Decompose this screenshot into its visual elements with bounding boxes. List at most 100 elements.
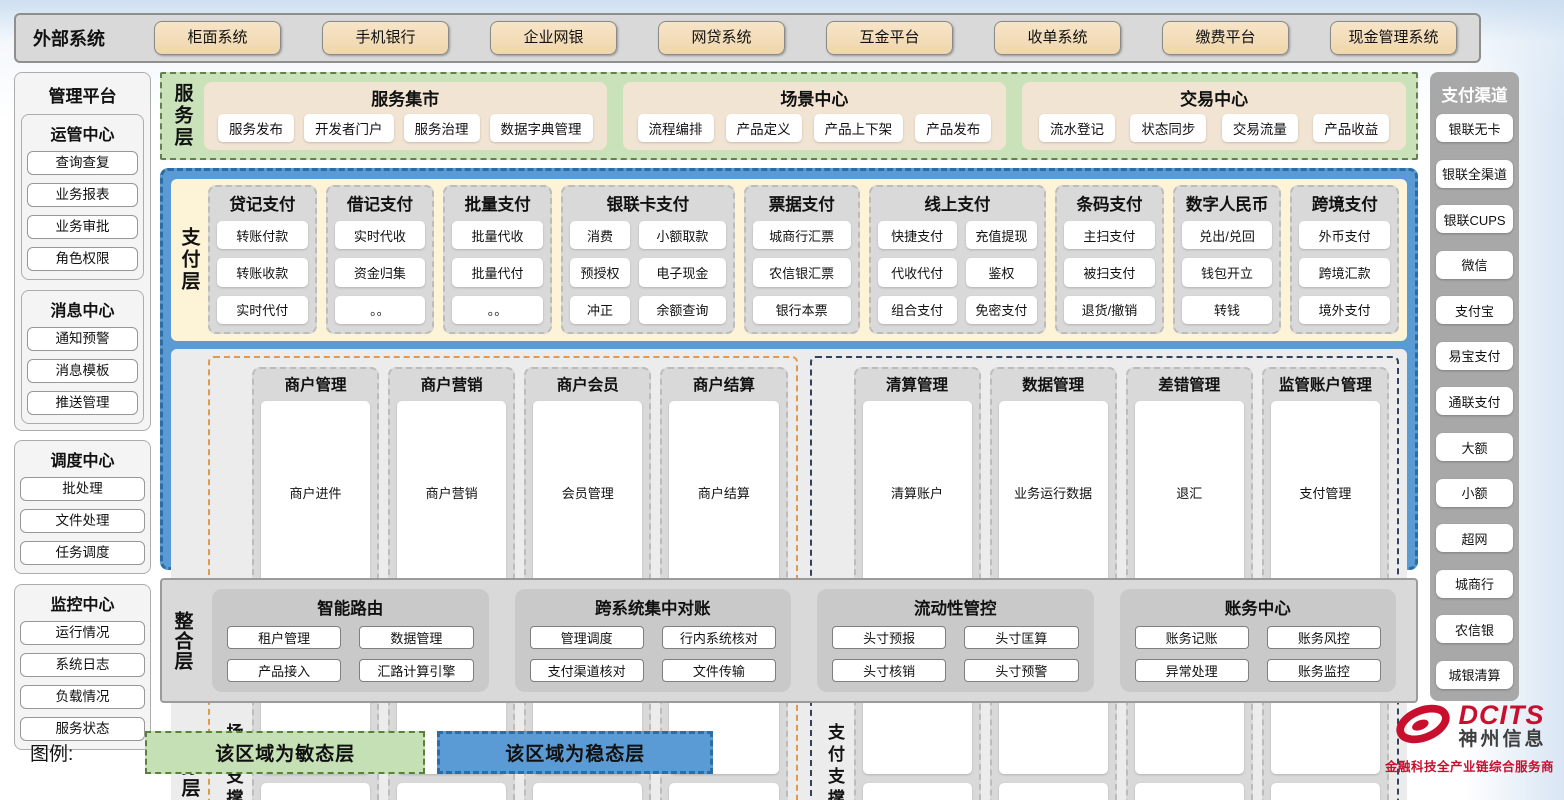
support-category-title: 商户营销 bbox=[420, 377, 483, 394]
sidebar-group-items: 批处理 文件处理 任务调度 bbox=[20, 477, 145, 565]
integration-panel: 流动性管控 头寸预报 头寸匡算 头寸核销 头寸预警 bbox=[817, 589, 1094, 692]
legend-stable-box: 该区域为稳态层 bbox=[437, 731, 714, 774]
support-item-box: 会员管理 bbox=[533, 401, 643, 583]
service-item-box: 开发者门户 bbox=[304, 114, 394, 142]
sidebar-item-box: 业务报表 bbox=[27, 183, 138, 207]
payment-layer-label: 支付层 bbox=[178, 226, 200, 293]
sidebar-group-items: 查询查复 业务报表 业务审批 角色权限 bbox=[27, 151, 138, 271]
service-item-box: 交易流量 bbox=[1221, 114, 1298, 142]
integration-panel-title: 智能路由 bbox=[317, 600, 384, 618]
primary-groups: 运管中心 查询查复 业务报表 业务审批 角色权限 bbox=[21, 114, 144, 424]
sidebar-group-items: 通知预警 消息模板 推送管理 bbox=[27, 327, 138, 415]
integration-panel: 智能路由 租户管理 数据管理 产品接入 汇路计算引擎 bbox=[212, 589, 489, 692]
payment-channel-box: 银联无卡 bbox=[1436, 114, 1513, 142]
payment-item-box: 充值提现 bbox=[965, 221, 1038, 250]
payment-category-title: 贷记支付 bbox=[229, 196, 296, 214]
service-layer-label: 服务层 bbox=[171, 83, 193, 149]
service-panel-title: 场景中心 bbox=[780, 90, 849, 109]
payment-item-box: 电子现金 bbox=[639, 258, 726, 287]
support-item-box: 手续费减免 bbox=[397, 783, 507, 800]
payment-channel-box: 小额 bbox=[1436, 478, 1513, 507]
service-panel-items: 服务发布 开发者门户 服务治理 数据字典管理 bbox=[212, 114, 599, 142]
support-category-title: 差错管理 bbox=[1158, 377, 1221, 394]
external-system-box: 缴费平台 bbox=[1162, 21, 1289, 55]
service-item-box: 产品定义 bbox=[725, 114, 802, 142]
service-item-box: 产品收益 bbox=[1313, 114, 1390, 142]
payment-item-box: 余额查询 bbox=[639, 295, 726, 324]
dcits-logo: DCITS 神州信息 金融科技全产业链综合服务商 bbox=[1385, 700, 1554, 775]
service-panel: 服务集市 服务发布 开发者门户 服务治理 数据字典管理 bbox=[204, 82, 607, 150]
payment-category-title: 跨境支付 bbox=[1311, 196, 1378, 214]
payment-category-items: 实时代收 资金归集 。。 bbox=[334, 221, 426, 324]
payment-category-items: 消费 小额取款 预授权 电子现金 冲正 余额查询 bbox=[569, 221, 726, 324]
payment-category-title: 数字人民币 bbox=[1185, 196, 1269, 214]
payment-item-box: 资金归集 bbox=[334, 258, 426, 287]
payment-item-box: 预授权 bbox=[569, 258, 631, 287]
sidebar-item-box: 查询查复 bbox=[27, 151, 138, 175]
external-systems-items: 柜面系统 手机银行 企业网银 网贷系统 互金平台 收单系统 缴费平台 现金管理系… bbox=[154, 21, 1479, 55]
sidebar-item-box: 负载情况 bbox=[20, 685, 145, 709]
external-systems-label: 外部系统 bbox=[33, 29, 105, 49]
payment-category-items: 外币支付 跨境汇款 境外支付 bbox=[1299, 221, 1390, 324]
payment-item-box: 城商行汇票 bbox=[752, 221, 851, 250]
support-item-box: 挂账处理 bbox=[1134, 783, 1244, 800]
sidebar-item-box: 消息模板 bbox=[27, 359, 138, 383]
support-item-box: 商户营销 bbox=[397, 401, 507, 583]
integration-item-box: 异常处理 bbox=[1134, 659, 1249, 682]
payment-item-box: 鉴权 bbox=[965, 258, 1038, 287]
integration-layer-label: 整合层 bbox=[171, 610, 193, 671]
sidebar-item-box: 文件处理 bbox=[20, 509, 145, 533]
payment-channel-box: 支付宝 bbox=[1436, 296, 1513, 325]
support-category-title: 商户结算 bbox=[692, 377, 755, 394]
sidebar-group: 消息中心 通知预警 消息模板 推送管理 bbox=[21, 290, 144, 424]
integration-panel-items: 账务记账 账务风控 异常处理 账务监控 bbox=[1134, 626, 1381, 682]
integration-item-box: 账务监控 bbox=[1266, 659, 1381, 682]
legend-label: 图例: bbox=[30, 744, 74, 765]
payment-item-box: 快捷支付 bbox=[877, 221, 957, 250]
service-panel: 交易中心 流水登记 状态同步 交易流量 产品收益 bbox=[1022, 82, 1406, 150]
sidebar-group-title: 监控中心 bbox=[50, 597, 115, 614]
payment-channel-box: 易宝支付 bbox=[1436, 341, 1513, 370]
legend-agile-box: 该区域为敏态层 bbox=[145, 731, 426, 774]
service-item-box: 产品上下架 bbox=[813, 114, 904, 142]
payment-item-box: 兑出/兑回 bbox=[1181, 221, 1273, 250]
payment-channel-box: 农信银 bbox=[1436, 615, 1513, 644]
integration-item-box: 行内系统核对 bbox=[661, 626, 776, 649]
integration-item-box: 头寸核销 bbox=[832, 659, 947, 682]
sidebar-item-box: 系统日志 bbox=[20, 653, 145, 677]
integration-panel-items: 管理调度 行内系统核对 支付渠道核对 文件传输 bbox=[529, 626, 776, 682]
support-category-title: 商户管理 bbox=[284, 377, 347, 394]
integration-panel-title: 跨系统集中对账 bbox=[595, 600, 711, 618]
payment-channel-box: 城商行 bbox=[1436, 569, 1513, 598]
integration-item-box: 汇路计算引擎 bbox=[359, 659, 474, 682]
payment-item-box: 被扫支付 bbox=[1064, 258, 1155, 287]
support-category-title: 商户会员 bbox=[556, 377, 619, 394]
payment-item-box: 境外支付 bbox=[1299, 295, 1390, 324]
payment-category-items: 转账付款 转账收款 实时代付 bbox=[217, 221, 308, 324]
service-item-box: 产品发布 bbox=[915, 114, 992, 142]
integration-panels: 智能路由 租户管理 数据管理 产品接入 汇路计算引擎 bbox=[204, 589, 1404, 692]
support-item-box: 退汇 bbox=[1134, 401, 1244, 583]
external-system-box: 手机银行 bbox=[322, 21, 449, 55]
payment-category: 数字人民币 兑出/兑回 钱包开立 转钱 bbox=[1172, 185, 1282, 334]
integration-item-box: 管理调度 bbox=[529, 626, 644, 649]
dcits-swirl-icon bbox=[1392, 700, 1454, 753]
support-item-box: 营销费结算 bbox=[669, 783, 779, 800]
payment-category: 银联卡支付 消费 小额取款 预授权 电子现金 bbox=[560, 185, 735, 334]
service-panel-items: 流水登记 状态同步 交易流量 产品收益 bbox=[1030, 114, 1398, 142]
dcits-logo-cn: 神州信息 bbox=[1458, 729, 1547, 750]
integration-item-box: 头寸预报 bbox=[832, 626, 947, 649]
management-platform-panel: 管理平台 运管中心 查询查复 业务报表 业务审批 bbox=[14, 72, 151, 431]
payment-category-items: 批量代收 批量代付 。。 bbox=[452, 221, 543, 324]
support-item-box: 商户风控 bbox=[261, 783, 371, 800]
support-item-box: 反洗钱数据 bbox=[998, 783, 1108, 800]
payment-category: 票据支付 城商行汇票 农信银汇票 银行本票 bbox=[743, 185, 860, 334]
payment-channel-items: 银联无卡 银联全渠道 银联CUPS 微信 支付宝 易宝支付 通联支付 大额 小额… bbox=[1436, 114, 1513, 689]
external-system-box: 网贷系统 bbox=[658, 21, 785, 55]
core-layers: 服务层 服务集市 服务发布 开发者门户 服务治理 bbox=[160, 72, 1418, 800]
dcits-tagline: 金融科技全产业链综合服务商 bbox=[1384, 760, 1554, 774]
payment-item-box: 转账收款 bbox=[217, 258, 308, 287]
service-panel-title: 服务集市 bbox=[371, 90, 440, 109]
external-system-box: 柜面系统 bbox=[154, 21, 281, 55]
dcits-logo-en: DCITS bbox=[1458, 700, 1545, 730]
